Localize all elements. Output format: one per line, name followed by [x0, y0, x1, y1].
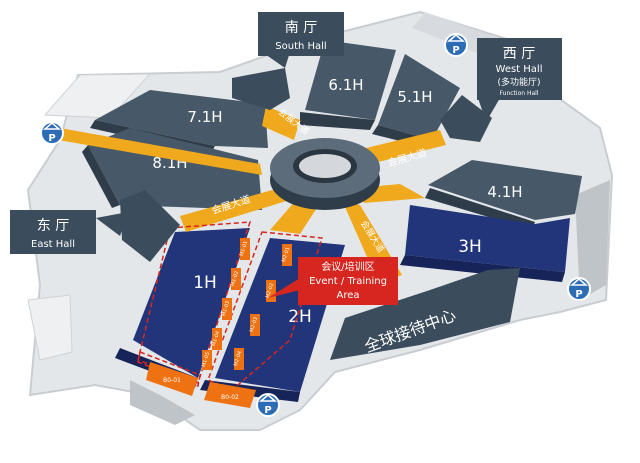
room-m1-02[interactable]: M1-02 [230, 268, 241, 290]
room-label: M2-04 [233, 350, 244, 367]
room-label: M1-05 [201, 351, 212, 368]
parking-label: P [575, 289, 582, 300]
hall-4-1[interactable]: 4.1H [425, 160, 582, 230]
event-area-en-line2: Area [336, 290, 359, 301]
room-m2-03[interactable]: M2-03 [249, 314, 260, 336]
south-hall-en: South Hall [275, 41, 326, 52]
hall-4-1-label: 4.1H [487, 183, 522, 201]
parking-nw[interactable]: P [40, 121, 64, 145]
room-m2-02[interactable]: M2-02 [265, 280, 276, 302]
room-label: M2-02 [265, 282, 276, 299]
parking-label: P [264, 405, 271, 416]
parking-n[interactable]: P [444, 33, 468, 57]
room-label: B0-02 [221, 394, 239, 401]
room-m1-01[interactable]: M1-01 [239, 238, 250, 260]
east-hall[interactable]: 东 厅 East Hall [10, 190, 180, 262]
room-label: M2-01 [281, 246, 292, 263]
event-area-title: 会议/培训区 [321, 260, 374, 273]
west-hall-sub-en: Function Hall [500, 90, 539, 97]
east-hall-cn: 东 厅 [37, 218, 69, 234]
room-label: M1-04 [211, 330, 222, 347]
east-hall-en: East Hall [31, 239, 75, 250]
room-b0-02[interactable]: B0-02 [204, 382, 256, 408]
hall-7-1-label: 7.1H [187, 108, 222, 126]
room-m1-04[interactable]: M1-04 [211, 328, 222, 350]
room-label: M1-01 [239, 240, 250, 257]
hall-3-label: 3H [458, 237, 482, 257]
west-hall-cn: 西 厅 [503, 46, 535, 62]
room-label: M1-02 [230, 270, 241, 287]
room-label: M2-03 [249, 316, 260, 333]
room-label: B0-01 [163, 377, 181, 384]
parking-label: P [452, 45, 459, 56]
room-m2-01[interactable]: M2-01 [281, 244, 292, 266]
event-training-area[interactable] [137, 221, 323, 391]
central-ring [270, 138, 380, 210]
hall-3[interactable]: 3H [400, 205, 570, 282]
hall-1-label: 1H [193, 273, 217, 293]
west-hall[interactable]: 西 厅 West Hall (多功能厅) Function Hall [440, 38, 562, 142]
parking-s[interactable]: P [256, 393, 280, 417]
south-hall-cn: 南 厅 [285, 20, 317, 36]
room-m1-05[interactable]: M1-05 [201, 350, 212, 370]
south-hall[interactable]: 南 厅 South Hall [232, 12, 344, 110]
hall-6-1[interactable]: 6.1H [300, 40, 396, 130]
west-hall-sub: (多功能厅) [497, 76, 540, 88]
hall-6-1-label: 6.1H [328, 76, 363, 94]
room-label: M1-03 [221, 300, 232, 317]
parking-e[interactable]: P [567, 277, 591, 301]
parking-label: P [48, 133, 55, 144]
event-area-en-line1: Event / Training [309, 276, 387, 287]
hall-2-label: 2H [288, 307, 312, 327]
event-area-callout[interactable]: 会议/培训区 Event / Training Area [268, 257, 398, 305]
hall-5-1-label: 5.1H [397, 88, 432, 106]
room-m2-04[interactable]: M2-04 [233, 348, 244, 370]
meeting-rooms: M1-01 M1-02 M1-03 M1-04 M1-05 M2-01 M2-0… [146, 238, 292, 408]
room-m1-03[interactable]: M1-03 [221, 298, 232, 320]
west-hall-en: West Hall [496, 64, 543, 75]
room-b0-01[interactable]: B0-01 [146, 362, 198, 396]
